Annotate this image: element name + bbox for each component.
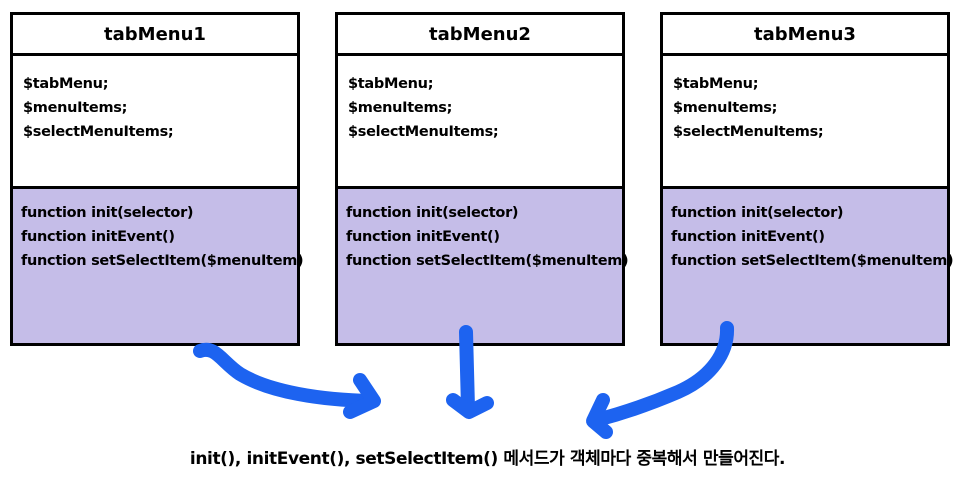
class-title: tabMenu2 [338, 15, 622, 56]
method-item: function setSelectItem($menuItem) [346, 253, 629, 269]
field-item: $tabMenu; [673, 76, 759, 92]
fields-section: $tabMenu; $menuItems; $selectMenuItems; [13, 56, 297, 189]
class-box-tabmenu1: tabMenu1 $tabMenu; $menuItems; $selectMe… [10, 12, 304, 346]
arrowhead-from-tabmenu2 [446, 393, 494, 419]
fields-section: $tabMenu; $menuItems; $selectMenuItems; [338, 56, 622, 189]
method-item: function setSelectItem($menuItem) [21, 253, 304, 269]
method-item: function init(selector) [671, 205, 844, 221]
method-item: function initEvent() [671, 229, 825, 245]
fields-section: $tabMenu; $menuItems; $selectMenuItems; [663, 56, 947, 189]
class-box-tabmenu2: tabMenu2 $tabMenu; $menuItems; $selectMe… [335, 12, 629, 346]
method-item: function init(selector) [346, 205, 519, 221]
methods-section: function init(selector) function initEve… [663, 189, 954, 343]
method-item: function initEvent() [346, 229, 500, 245]
field-item: $menuItems; [348, 100, 453, 116]
field-item: $selectMenuItems; [348, 124, 499, 140]
field-item: $selectMenuItems; [673, 124, 824, 140]
arrow-from-tabmenu2 [459, 325, 475, 415]
field-item: $selectMenuItems; [23, 124, 174, 140]
arrow-from-tabmenu1 [193, 342, 379, 408]
field-item: $tabMenu; [348, 76, 434, 92]
class-title: tabMenu1 [13, 15, 297, 56]
method-item: function setSelectItem($menuItem) [671, 253, 954, 269]
field-item: $menuItems; [673, 100, 778, 116]
field-item: $tabMenu; [23, 76, 109, 92]
methods-section: function init(selector) function initEve… [13, 189, 304, 343]
methods-section: function init(selector) function initEve… [338, 189, 629, 343]
arrow-from-tabmenu3 [590, 321, 734, 427]
field-item: $menuItems; [23, 100, 128, 116]
caption-text: init(), initEvent(), setSelectItem() 메서드… [189, 449, 786, 469]
method-item: function initEvent() [21, 229, 175, 245]
class-box-tabmenu3: tabMenu3 $tabMenu; $menuItems; $selectMe… [660, 12, 954, 346]
method-item: function init(selector) [21, 205, 194, 221]
arrowhead-from-tabmenu1 [343, 373, 381, 419]
arrowhead-from-tabmenu3 [586, 393, 613, 439]
class-title: tabMenu3 [663, 15, 947, 56]
